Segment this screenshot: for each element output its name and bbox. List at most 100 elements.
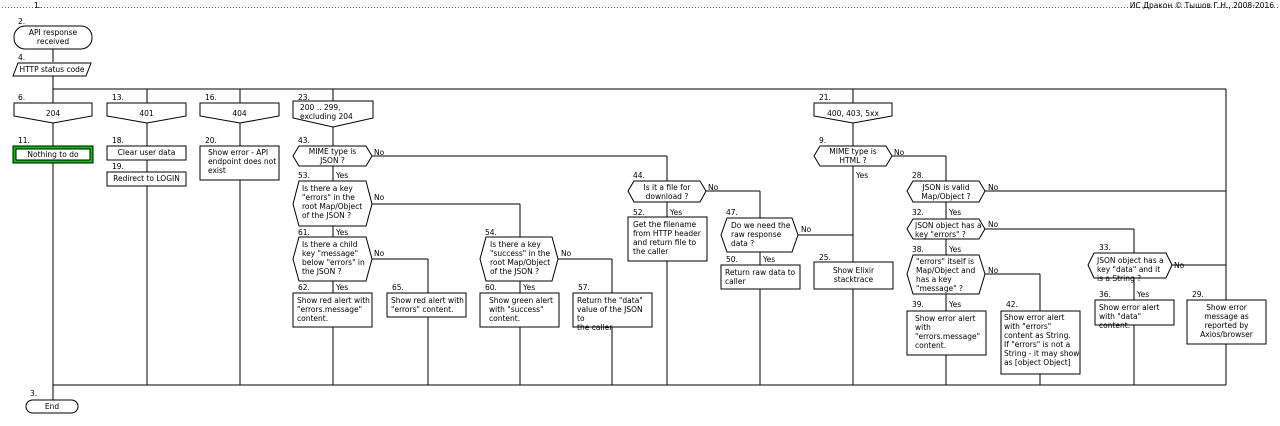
case-401-label: 401 bbox=[139, 109, 154, 118]
no-label: No bbox=[561, 249, 572, 258]
redirect-label: Redirect to LOGIN bbox=[113, 174, 180, 183]
q-errors-key-label: Is there a key "errors" in the root Map/… bbox=[302, 184, 363, 220]
copyright-text: ИС Дракон © Тышов Г.Н., 2008-2016 bbox=[1129, 1, 1274, 10]
node-number: 54. bbox=[485, 228, 497, 237]
case-401-shape bbox=[106, 102, 187, 124]
status-parameter-shape bbox=[12, 62, 92, 77]
q-html-shape bbox=[813, 145, 893, 167]
end-terminator bbox=[25, 399, 79, 414]
q-valid-json-shape bbox=[906, 180, 986, 203]
case-400-shape bbox=[813, 102, 893, 124]
node-number: 13. bbox=[112, 93, 124, 102]
node-number: 29. bbox=[1192, 290, 1204, 299]
redirect-box bbox=[106, 171, 187, 187]
yes-label: Yes bbox=[763, 255, 776, 264]
yes-label: Yes bbox=[336, 228, 349, 237]
node-number: 21. bbox=[819, 93, 831, 102]
node-number: 23. bbox=[298, 93, 310, 102]
yes-label: Yes bbox=[856, 171, 869, 180]
filename-label: Get the filename from HTTP header and re… bbox=[633, 220, 701, 256]
q-file-label: Is it a file for download ? bbox=[643, 183, 691, 201]
err-data-box bbox=[1094, 299, 1175, 326]
node-number: 20. bbox=[205, 136, 217, 145]
err-data-label: Show error alert with "data" content. bbox=[1099, 303, 1160, 330]
node-number: 36. bbox=[1099, 290, 1111, 299]
return-data-label: Return the "data" value of the JSON to t… bbox=[577, 296, 643, 332]
q-has-data-shape bbox=[1087, 252, 1173, 279]
red-errors-label: Show red alert with "errors" content. bbox=[391, 296, 464, 314]
node-number: 18. bbox=[112, 136, 124, 145]
node-number: 44. bbox=[633, 171, 645, 180]
err-string-label: Show error alert with "errors" content a… bbox=[1004, 313, 1080, 367]
yes-label: Yes bbox=[949, 245, 962, 254]
yes-label: Yes bbox=[336, 171, 349, 180]
node-number: 50. bbox=[726, 255, 738, 264]
node-number: 43. bbox=[298, 136, 310, 145]
clear-user-label: Clear user data bbox=[117, 148, 176, 157]
q-success-key-shape bbox=[479, 236, 559, 282]
node-number: 57. bbox=[578, 283, 590, 292]
raw-data-label: Return raw data to caller bbox=[725, 268, 796, 286]
elixir-label: Show Elixir stacktrace bbox=[832, 266, 875, 284]
yes-label: Yes bbox=[336, 283, 349, 292]
status-param-label: HTTP status code bbox=[19, 65, 85, 74]
node-number: 4. bbox=[18, 53, 26, 62]
green-success-label: Show green alert with "success" content. bbox=[489, 296, 553, 323]
node-number: 47. bbox=[726, 208, 738, 217]
no-label: No bbox=[374, 148, 385, 157]
filename-box bbox=[627, 216, 708, 262]
node-number: 60. bbox=[485, 283, 497, 292]
yes-label: Yes bbox=[670, 208, 683, 217]
node-number: 52. bbox=[633, 208, 645, 217]
case-200-shape bbox=[292, 100, 374, 128]
no-label: No bbox=[894, 148, 905, 157]
node-number: 25. bbox=[819, 253, 831, 262]
q-json-label: MIME type is JSON ? bbox=[308, 147, 357, 165]
red-message-label: Show red alert with "errors.message" con… bbox=[297, 296, 370, 323]
q-child-message-shape bbox=[292, 236, 373, 282]
q-errors-map-shape bbox=[906, 254, 986, 295]
node-number: 65. bbox=[392, 283, 404, 292]
nothing-label: Nothing to do bbox=[27, 150, 79, 159]
no-label: No bbox=[708, 183, 719, 192]
node-number: 61. bbox=[298, 228, 310, 237]
node-number: 39. bbox=[912, 300, 924, 309]
node-number: 32. bbox=[912, 208, 924, 217]
node-number: 11. bbox=[18, 136, 30, 145]
case-404-shape bbox=[199, 102, 280, 124]
q-errors-map-label: "errors" itself is Map/Object and has a … bbox=[916, 257, 976, 293]
node-number: 42. bbox=[1006, 300, 1018, 309]
err-message-box bbox=[906, 310, 987, 356]
red-errors-box bbox=[386, 292, 467, 318]
node-number: 28. bbox=[912, 171, 924, 180]
q-file-shape bbox=[627, 180, 707, 203]
node-number: 62. bbox=[298, 283, 310, 292]
red-message-box bbox=[292, 292, 373, 328]
no-label: No bbox=[988, 183, 999, 192]
show-404-label: Show error - API endpoint does not exist bbox=[208, 148, 277, 175]
node-number: 38. bbox=[912, 245, 924, 254]
q-valid-json-label: JSON is valid Map/Object ? bbox=[921, 183, 971, 201]
q-json-shape bbox=[292, 145, 373, 167]
err-string-box bbox=[1000, 310, 1081, 375]
q-child-message-label: Is there a child key "message" below "er… bbox=[302, 240, 365, 276]
yes-label: Yes bbox=[1137, 290, 1150, 299]
q-raw-shape bbox=[720, 217, 799, 253]
elixir-box bbox=[813, 261, 894, 290]
show-404-box bbox=[199, 145, 280, 181]
case-200-label: 200 .. 299, excluding 204 bbox=[300, 103, 353, 121]
q-success-key-label: Is there a key "success" in the root Map… bbox=[490, 240, 551, 276]
clear-user-box bbox=[106, 145, 187, 161]
nothing-box-inner bbox=[15, 148, 91, 161]
return-data-box bbox=[572, 292, 653, 328]
case-400-label: 400, 403, 5xx bbox=[827, 109, 879, 118]
no-label: No bbox=[374, 249, 385, 258]
err-browser-label: Show error message as reported by Axios/… bbox=[1200, 303, 1253, 339]
case-204-shape bbox=[13, 102, 93, 124]
case-204-label: 204 bbox=[45, 109, 61, 118]
q-html-label: MIME type is HTML ? bbox=[829, 147, 877, 165]
raw-data-box bbox=[720, 264, 801, 290]
no-label: No bbox=[988, 220, 999, 229]
node-number: 53. bbox=[298, 171, 310, 180]
